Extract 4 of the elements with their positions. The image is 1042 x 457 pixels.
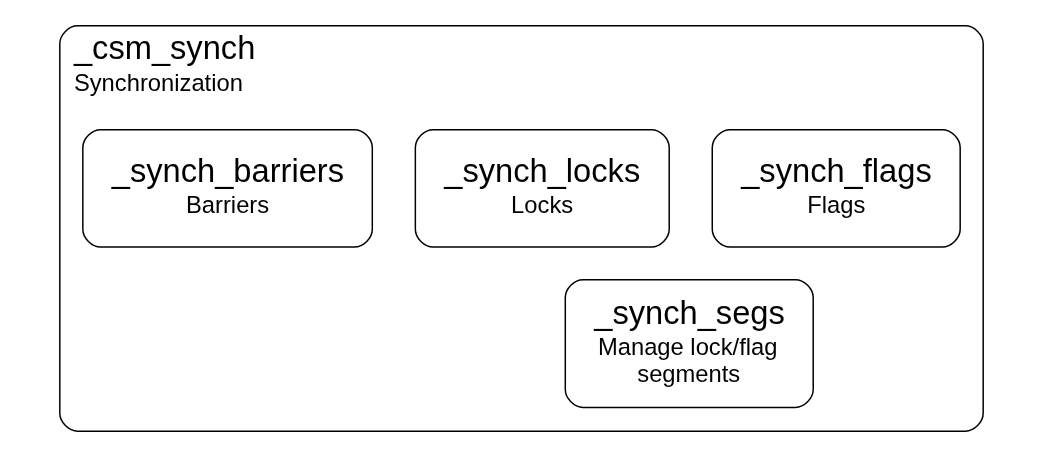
node-box: _synch_barriers Barriers xyxy=(81,129,373,248)
node-box: _synch_flags Flags xyxy=(711,129,961,248)
node-box: _synch_locks Locks xyxy=(414,129,670,248)
node-box: _synch_segs Manage lock/flag segments xyxy=(564,279,814,409)
